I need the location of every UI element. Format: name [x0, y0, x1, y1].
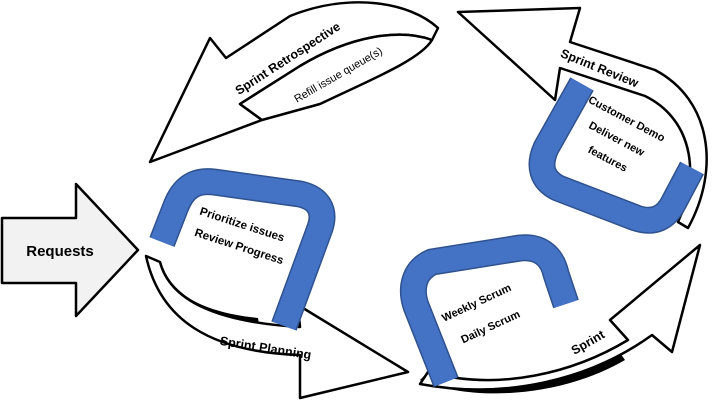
- sprint-retrospective-arrow: Sprint Retrospective Refill issue queue(…: [148, 1, 440, 164]
- sprint-u-shape: Weekly Scrum Daily Scrum: [399, 234, 579, 387]
- requests-label: Requests: [26, 243, 94, 260]
- sprint-planning-arrow: Sprint Planning: [144, 254, 410, 400]
- requests-arrow: Requests: [0, 182, 140, 318]
- sprint-line-2: Daily Scrum: [459, 308, 522, 346]
